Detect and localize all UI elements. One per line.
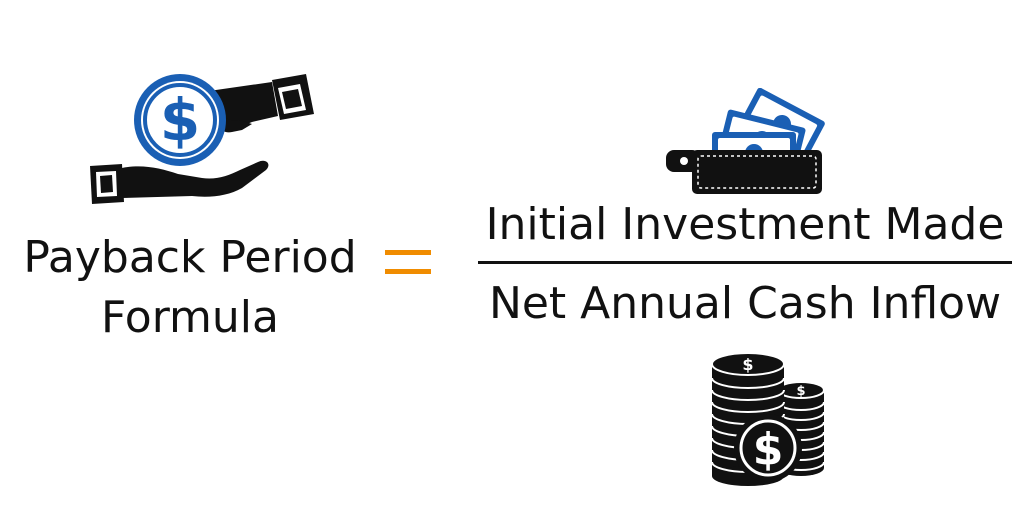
fraction-numerator: Initial Investment Made: [485, 199, 1005, 250]
top-coin-dollar-glyph: $: [742, 355, 753, 374]
wallet-with-cash-icon: [666, 88, 825, 194]
formula-title-line-1: Payback Period: [23, 232, 357, 283]
fraction-line: [478, 261, 1012, 264]
coin-dollar-glyph: $: [160, 86, 200, 154]
equals-bar-bottom: [385, 269, 431, 274]
big-coin-dollar-glyph: $: [753, 424, 784, 475]
formula-title-line-2: Formula: [101, 292, 279, 343]
fraction-denominator: Net Annual Cash Inflow: [488, 278, 1002, 329]
back-stack-dollar-glyph: $: [796, 384, 805, 399]
big-front-coin: $: [734, 414, 802, 482]
hand-giving-coin-icon: $: [90, 74, 314, 204]
bottom-hand-icon: [90, 160, 269, 204]
coin-icon: $: [134, 74, 226, 166]
wallet-body: [666, 150, 822, 194]
equals-bar-top: [385, 250, 431, 255]
coin-stack-icon: $ $ $: [711, 352, 825, 486]
